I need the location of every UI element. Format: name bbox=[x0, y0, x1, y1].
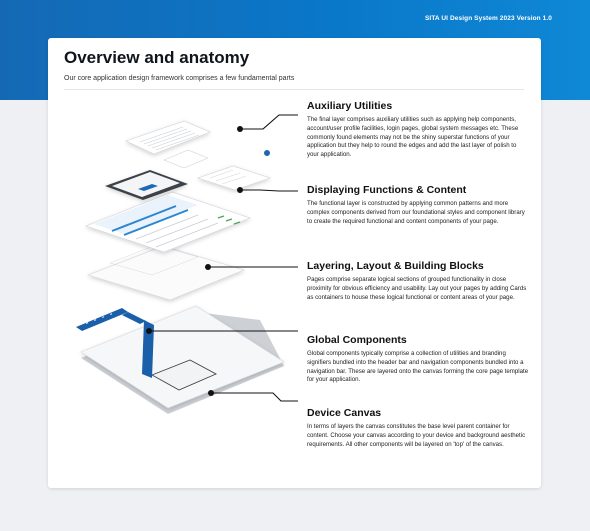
section-heading: Device Canvas bbox=[307, 407, 382, 419]
section-heading: Layering, Layout & Building Blocks bbox=[307, 260, 484, 272]
global-components-layer bbox=[76, 308, 154, 378]
leader-dots bbox=[146, 126, 243, 396]
content-card: Overview and anatomy Our core applicatio… bbox=[48, 38, 541, 488]
section-displaying-functions: Displaying Functions & Content The funct… bbox=[307, 184, 529, 226]
section-body: Global components typically comprise a c… bbox=[307, 350, 529, 384]
section-heading: Global Components bbox=[307, 334, 407, 346]
section-body: The final layer comprises auxiliary util… bbox=[307, 116, 519, 159]
divider bbox=[64, 89, 524, 90]
section-body: Pages comprise separate logical sections… bbox=[307, 276, 527, 301]
section-body: In terms of layers the canvas constitute… bbox=[307, 423, 526, 448]
page-subtitle: Our core application design framework co… bbox=[64, 75, 295, 82]
layout-layer bbox=[87, 244, 245, 301]
section-heading: Displaying Functions & Content bbox=[307, 184, 467, 196]
section-global-components: Global Components Global components typi… bbox=[307, 334, 529, 385]
auxiliary-layer bbox=[105, 120, 270, 200]
page-title: Overview and anatomy bbox=[64, 48, 250, 67]
section-layering-layout: Layering, Layout & Building Blocks Pages… bbox=[307, 260, 529, 302]
version-label: SITA UI Design System 2023 Version 1.0 bbox=[425, 15, 552, 22]
section-device-canvas: Device Canvas In terms of layers the can… bbox=[307, 407, 529, 449]
device-canvas-layer bbox=[80, 305, 285, 414]
layer-stack-illustration bbox=[76, 114, 298, 414]
section-auxiliary-utilities: Auxiliary Utilities The final layer comp… bbox=[307, 100, 529, 160]
content-layer bbox=[85, 165, 271, 253]
section-body: The functional layer is constructed by a… bbox=[307, 200, 525, 225]
section-heading: Auxiliary Utilities bbox=[307, 100, 393, 112]
leader-lines bbox=[149, 114, 298, 402]
